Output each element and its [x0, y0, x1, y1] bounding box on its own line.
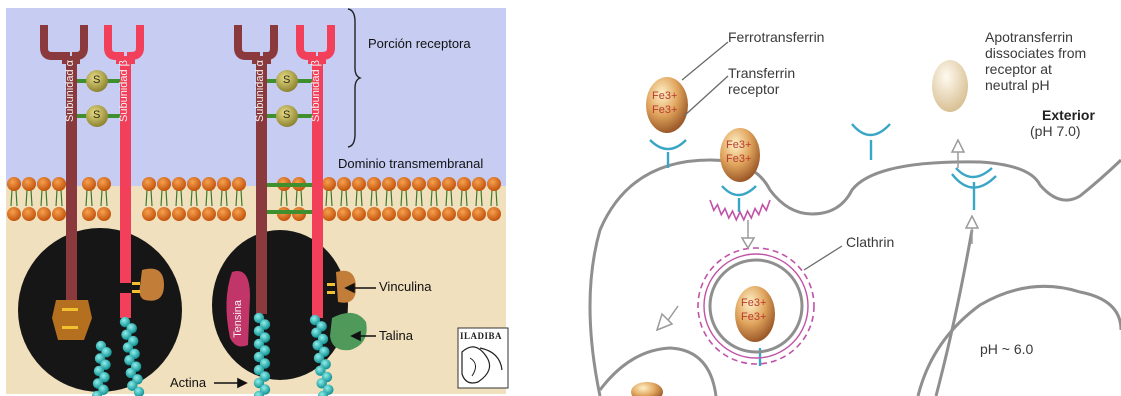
fe-label-3a: Fe3+ — [741, 297, 766, 310]
disulfide-symbol-1b: S — [93, 109, 100, 121]
apotransferrin-label-3: receptor at — [985, 62, 1052, 77]
alpha-subunit-label-2: Subunidad α — [254, 60, 266, 122]
apotransferrin-label-4: neutral pH — [985, 78, 1050, 93]
transferrin-receptor-label-1: Transferrin — [728, 66, 795, 81]
fe-label-2b: Fe3+ — [726, 153, 751, 166]
apotransferrin-label-2: dissociates from — [985, 46, 1086, 61]
disulfide-symbol-1a: S — [93, 74, 100, 86]
actin-label: Actina — [170, 376, 206, 391]
fe-label-3b: Fe3+ — [741, 311, 766, 324]
alpha-subunit-label-1: Subunidad α — [64, 60, 76, 122]
disulfide-symbol-2b: S — [283, 109, 290, 121]
exterior-label: Exterior — [1042, 108, 1095, 123]
apotransferrin — [932, 60, 968, 112]
fe-label-1a: Fe3+ — [652, 90, 677, 103]
transmembrane-domain-label: Dominio transmembranal — [338, 157, 483, 172]
transferrin-receptor-label-2: receptor — [728, 82, 779, 97]
receptor-portion-label: Porción receptora — [368, 37, 471, 52]
beta-subunit-label-2: Subunidad β — [310, 60, 322, 122]
vinculin-label: Vinculina — [379, 280, 432, 295]
clathrin-label: Clathrin — [846, 235, 894, 250]
talin-label: Talina — [379, 329, 413, 344]
tensin-label: Tensina — [232, 300, 244, 338]
fe-label-1b: Fe3+ — [652, 104, 677, 117]
exterior-ph-label: (pH 7.0) — [1030, 124, 1081, 139]
logo-text: ILADIBA — [460, 331, 502, 341]
apotransferrin-label-1: Apotransferrin — [985, 30, 1073, 45]
beta-subunit-label-1: Subunidad β — [118, 60, 130, 122]
endosome-ph-label: pH ~ 6.0 — [980, 342, 1033, 357]
fe-label-2a: Fe3+ — [726, 139, 751, 152]
disulfide-symbol-2a: S — [283, 74, 290, 86]
ferrotransferrin-label: Ferrotransferrin — [728, 30, 824, 45]
